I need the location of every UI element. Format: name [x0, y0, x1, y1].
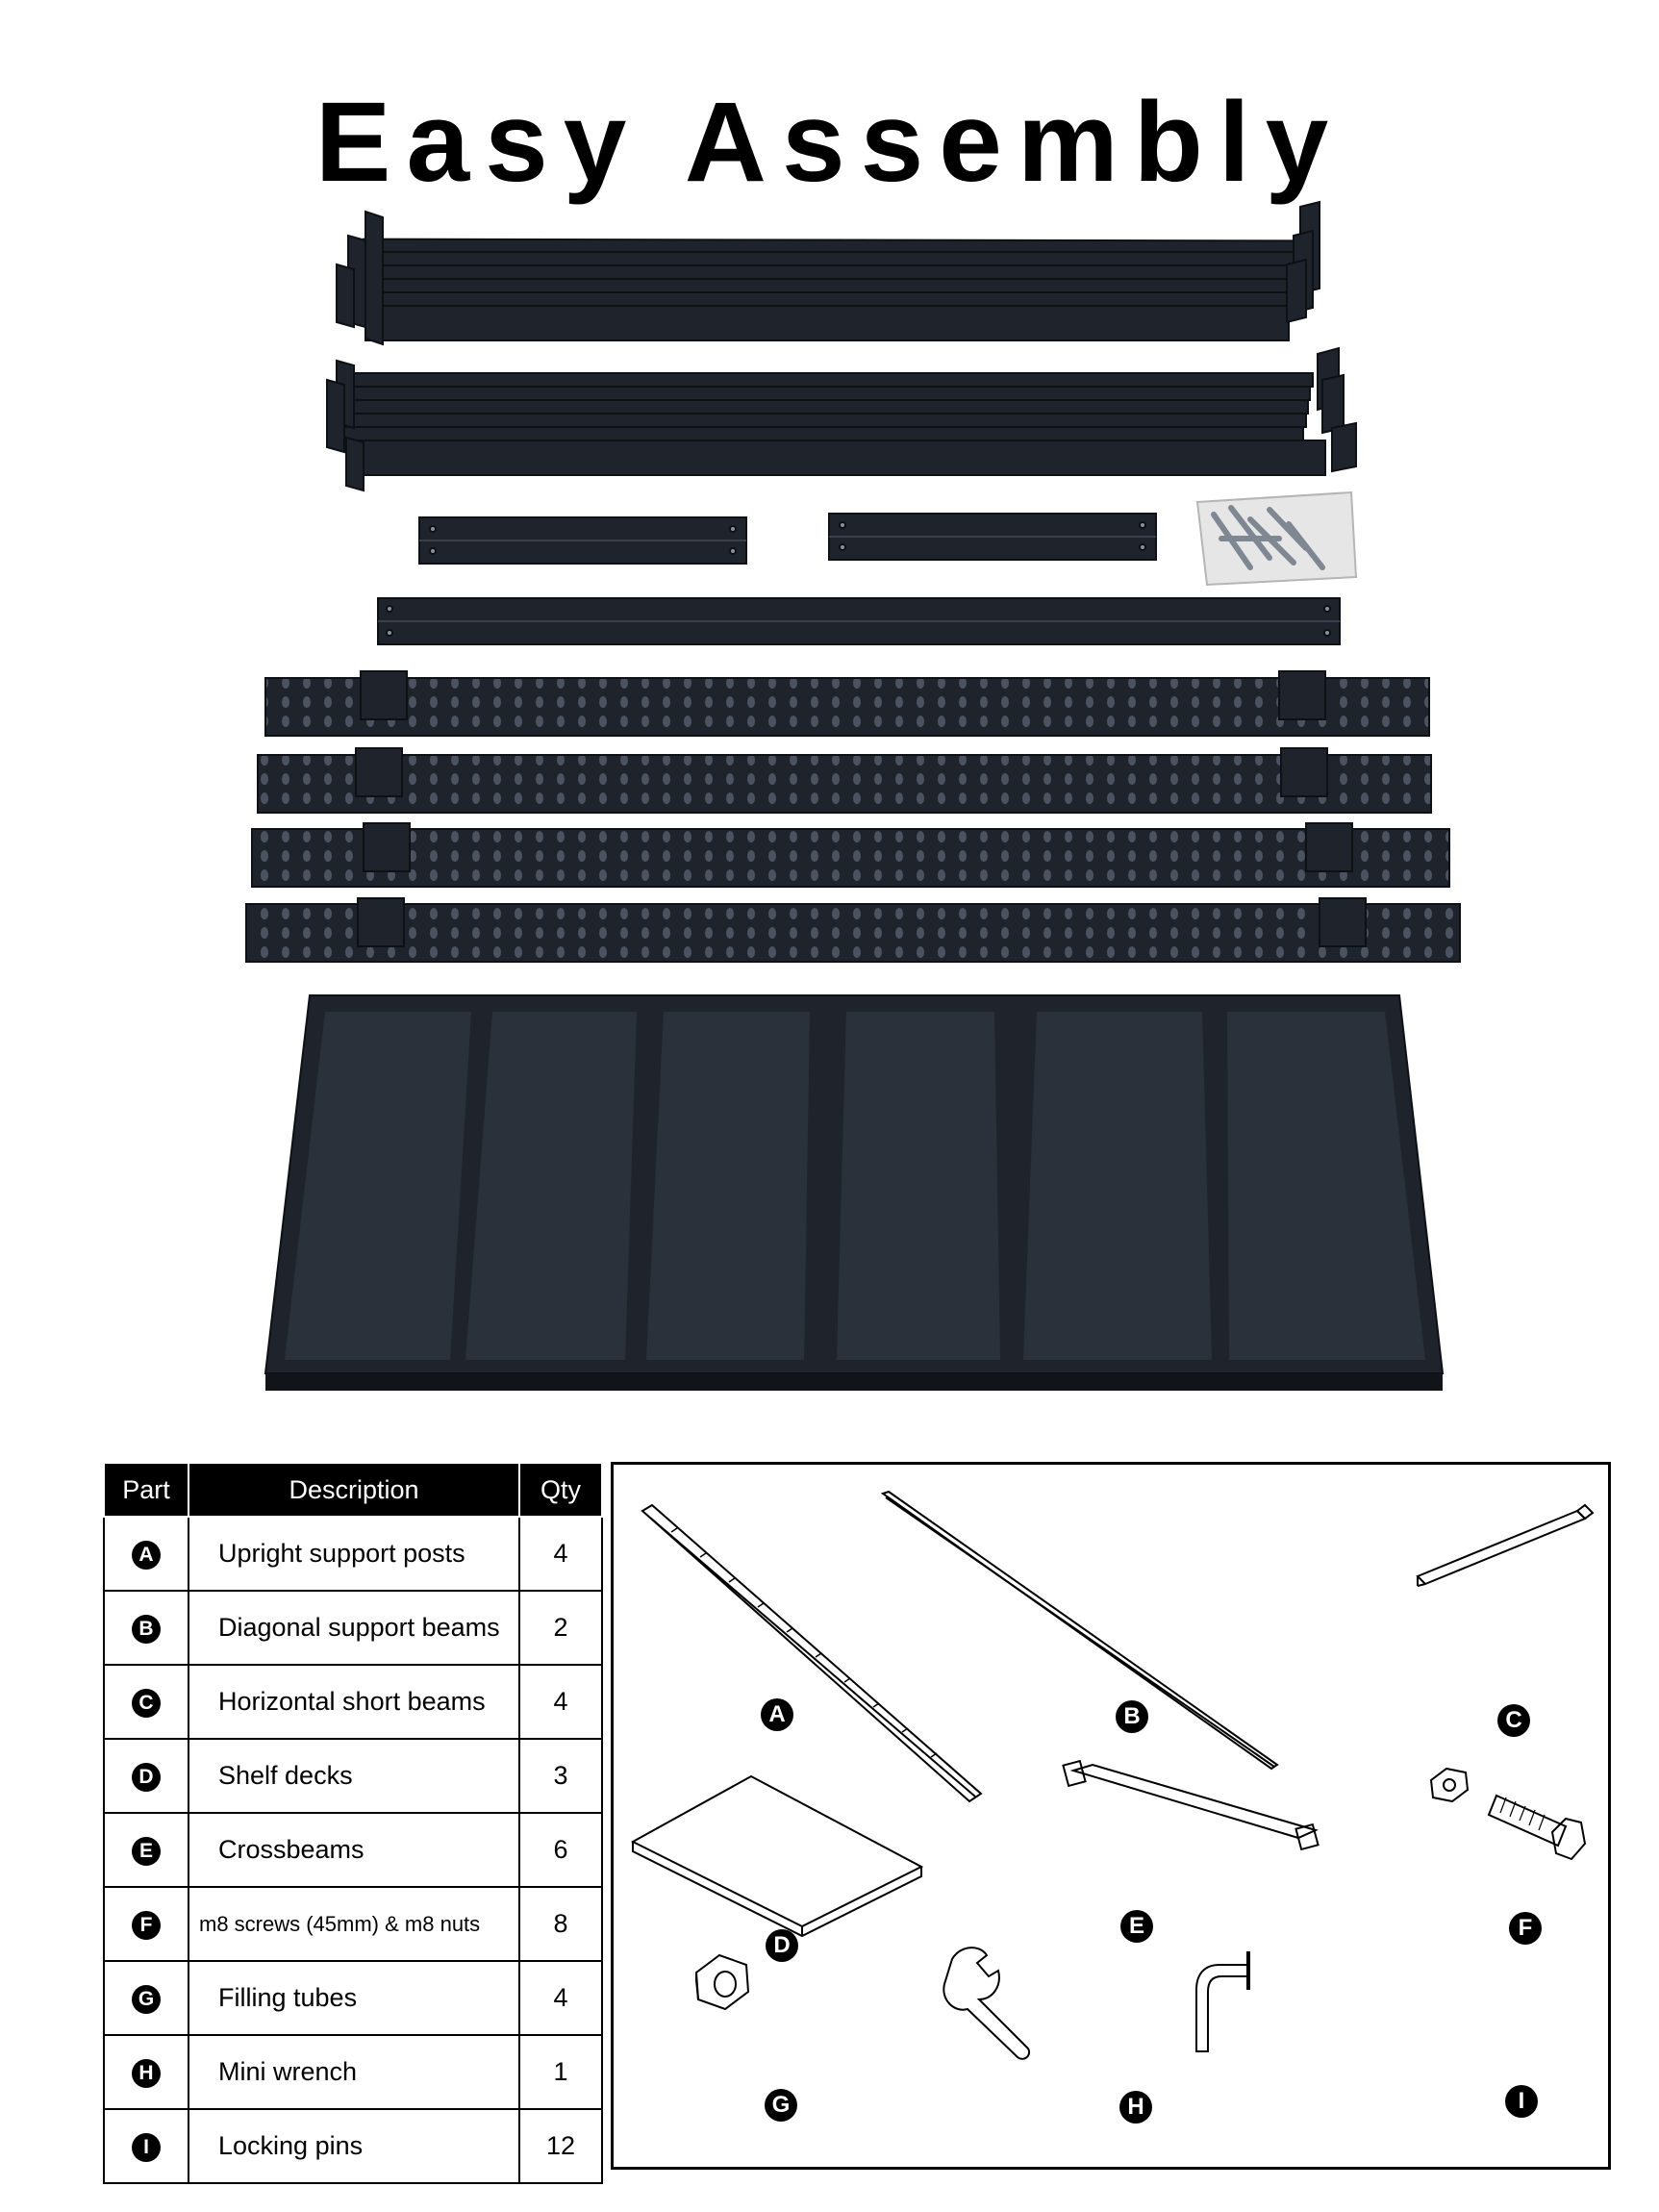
parts-diagram: A B C D E F G H I — [611, 1462, 1611, 2170]
table-row: G Filling tubes 4 — [103, 1960, 603, 2036]
diagram-label-g: G — [765, 2089, 797, 2122]
table-row: A Upright support posts 4 — [103, 1516, 603, 1592]
part-description: Filling tubes — [188, 1960, 520, 2036]
crossbeam-drawing — [1062, 1759, 1320, 1851]
part-qty: 12 — [518, 2108, 603, 2184]
part-qty: 1 — [518, 2034, 603, 2110]
part-badge: A — [132, 1541, 161, 1570]
part-description: Horizontal short beams — [188, 1664, 520, 1740]
diagram-label-a: A — [761, 1698, 793, 1731]
screw-nut-drawing — [1429, 1767, 1587, 1861]
part-qty: 4 — [518, 1664, 603, 1740]
diagram-label-f: F — [1509, 1912, 1542, 1945]
upright-posts — [245, 670, 1461, 963]
part-badge: D — [132, 1763, 161, 1792]
diagram-label-e: E — [1120, 1910, 1153, 1943]
part-description: Mini wrench — [188, 2034, 520, 2110]
part-qty: 6 — [518, 1812, 603, 1888]
part-badge: E — [132, 1837, 161, 1866]
upright-post-drawing — [641, 1503, 983, 1803]
locking-pin-drawing — [1195, 1951, 1250, 2052]
diagram-label-d: D — [766, 1929, 798, 1962]
diagram-label-i: I — [1505, 2085, 1538, 2118]
part-badge: I — [132, 2133, 161, 2162]
diagonal-beam — [377, 597, 1341, 645]
part-qty: 3 — [518, 1738, 603, 1814]
part-description: m8 screws (45mm) & m8 nuts — [188, 1886, 520, 1962]
part-qty: 4 — [518, 1516, 603, 1592]
header-part: Part — [103, 1462, 189, 1518]
part-qty: 2 — [518, 1590, 603, 1666]
page-title: Easy Assembly — [314, 79, 1345, 206]
part-qty: 8 — [518, 1886, 603, 1962]
components-photo — [245, 200, 1461, 1391]
crossbeam-group-2 — [326, 346, 1357, 492]
header-qty: Qty — [518, 1462, 603, 1518]
part-description: Diagonal support beams — [188, 1590, 520, 1666]
table-row: F m8 screws (45mm) & m8 nuts 8 — [103, 1886, 603, 1962]
shelf-deck-drawing — [630, 1774, 924, 1938]
part-description: Locking pins — [188, 2108, 520, 2184]
header-description: Description — [188, 1462, 520, 1518]
table-row: E Crossbeams 6 — [103, 1812, 603, 1888]
wrench-drawing — [943, 1947, 1031, 2060]
shelf-deck — [264, 994, 1445, 1391]
part-description: Upright support posts — [188, 1516, 520, 1592]
hardware-bag — [1195, 490, 1358, 587]
diagram-label-h: H — [1119, 2091, 1152, 2124]
diagram-label-b: B — [1116, 1700, 1148, 1733]
short-beams — [418, 513, 1157, 565]
table-row: H Mini wrench 1 — [103, 2034, 603, 2110]
table-row: I Locking pins 12 — [103, 2108, 603, 2184]
part-qty: 4 — [518, 1960, 603, 2036]
part-badge: F — [132, 1911, 161, 1940]
parts-table: Part Description Qty A Upright support p… — [103, 1462, 603, 2184]
part-badge: H — [132, 2059, 161, 2088]
diagonal-beam-drawing — [880, 1490, 1279, 1771]
crossbeam-group-1 — [336, 200, 1320, 346]
part-description: Shelf decks — [188, 1738, 520, 1814]
short-beam-drawing — [1416, 1503, 1595, 1587]
part-description: Crossbeams — [188, 1812, 520, 1888]
table-header-row: Part Description Qty — [103, 1462, 603, 1518]
filling-tube-drawing — [694, 1953, 750, 2011]
diagram-label-c: C — [1497, 1704, 1530, 1737]
table-row: B Diagonal support beams 2 — [103, 1590, 603, 1666]
part-badge: G — [132, 1985, 161, 2014]
table-row: C Horizontal short beams 4 — [103, 1664, 603, 1740]
table-row: D Shelf decks 3 — [103, 1738, 603, 1814]
part-badge: C — [132, 1689, 161, 1718]
part-badge: B — [132, 1615, 161, 1644]
